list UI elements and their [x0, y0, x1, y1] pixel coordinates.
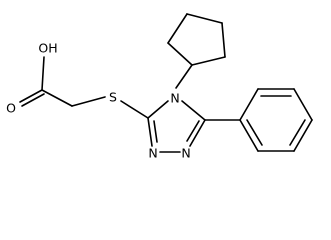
bond-n2-c3 — [147, 117, 153, 147]
bond-c-ch2 — [41, 89, 73, 107]
bond-cp-5 — [191, 56, 226, 66]
bond-ph-6 — [239, 119, 259, 152]
bond-n4-cp — [175, 64, 193, 89]
bond-c5-n1-inner — [186, 120, 200, 142]
bond-ch2-s — [71, 96, 106, 107]
bond-n4-c5 — [181, 100, 206, 121]
bond-ph-4 — [293, 119, 313, 152]
bond-n2-c3-inner — [153, 120, 158, 143]
bond-cp-1 — [167, 42, 193, 66]
bond-c-oh — [41, 56, 45, 91]
bond-s-c3 — [120, 100, 149, 119]
bond-c5-n1 — [189, 119, 206, 147]
bond-c3-n4 — [147, 100, 169, 119]
atom-s-label: S — [109, 90, 117, 105]
bond-ph-1 — [239, 88, 259, 121]
atom-n2-label: N — [148, 146, 157, 161]
atom-n4-label: N — [170, 91, 179, 106]
atom-n1-label: N — [181, 146, 190, 161]
atom-oh-label: OH — [38, 41, 57, 56]
bond-c-o-double-2 — [21, 93, 45, 107]
bond-cp-3 — [186, 13, 223, 24]
bond-cp-2 — [167, 13, 188, 44]
atom-o-label: O — [6, 101, 16, 116]
bond-c-o-double-1 — [19, 89, 43, 103]
structure-diagram: OH O S N N N — [6, 13, 313, 161]
bond-ph-3 — [293, 88, 313, 121]
bond-cp-4 — [221, 22, 226, 58]
bond-ph-inner-2 — [289, 119, 306, 146]
bond-ph-inner-3 — [246, 119, 263, 146]
